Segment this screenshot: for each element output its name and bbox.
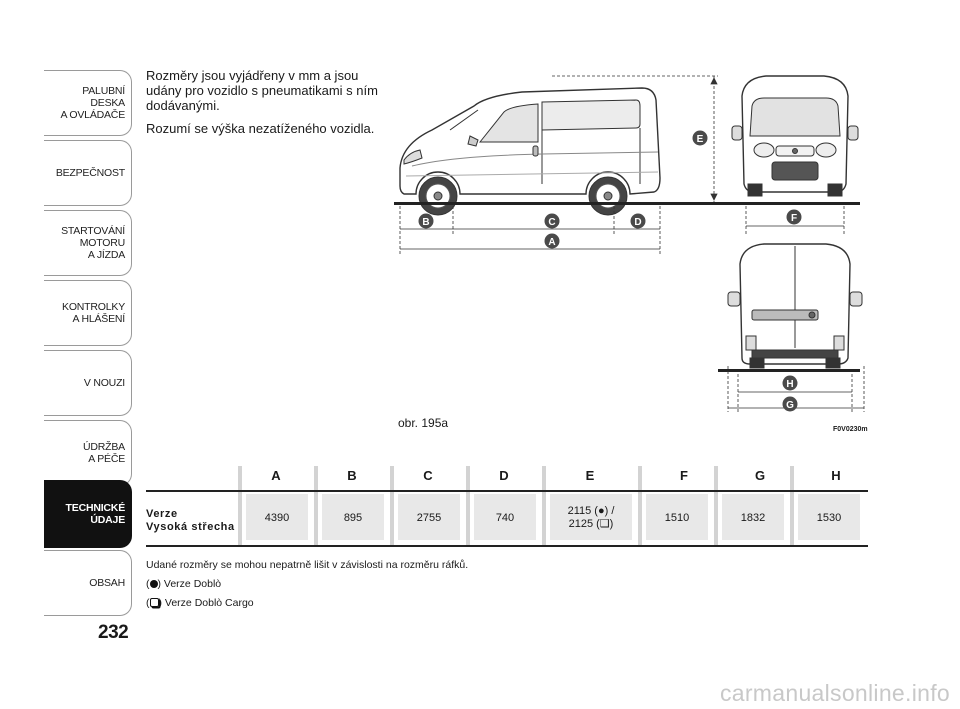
column-separator xyxy=(542,466,546,546)
column-header-g: G xyxy=(754,468,766,483)
tab-kontrolky[interactable]: KONTROLKY A HLÁŠENÍ xyxy=(44,280,132,346)
marker-c-label: C xyxy=(548,217,555,228)
column-header-c: C xyxy=(423,468,433,483)
column-header-b: B xyxy=(347,468,357,483)
table-top-rule xyxy=(146,490,868,492)
note-doblo-text: Verze Doblò xyxy=(163,578,222,590)
dimension-bcd-line xyxy=(399,206,661,256)
tab-udrzba[interactable]: ÚDRŽBA A PÉČE xyxy=(44,420,132,486)
column-header-h: H xyxy=(831,468,841,483)
front-view-van xyxy=(731,75,859,197)
side-view-van xyxy=(399,87,661,216)
row-label: Verze Vysoká střecha xyxy=(146,508,235,534)
cell-background xyxy=(474,494,536,540)
column-separator xyxy=(638,466,642,546)
tab-v-nouzi[interactable]: V NOUZI xyxy=(44,350,132,416)
tab-palubni-deska[interactable]: PALUBNÍ DESKA A OVLÁDAČE xyxy=(44,70,132,136)
column-separator xyxy=(390,466,394,546)
cell-background xyxy=(798,494,860,540)
watermark: carmanualsonline.info xyxy=(719,680,950,706)
tab-startovani[interactable]: STARTOVÁNÍ MOTORU A JÍZDA xyxy=(44,210,132,276)
note-doblo-cargo: () Verze Doblò Cargo xyxy=(146,597,254,609)
marker-g-label: G xyxy=(786,400,794,411)
column-separator xyxy=(238,466,242,546)
cell-g: 1832 xyxy=(740,511,766,524)
intro-paragraph-height: Rozumí se výška nezatíženého vozidla. xyxy=(146,121,375,136)
marker-d-label: D xyxy=(634,217,641,228)
column-separator xyxy=(790,466,794,546)
dimensions-table: A B C D E F G H Verze Vysoká střecha 439… xyxy=(146,466,868,548)
filled-circle-icon xyxy=(149,580,158,588)
page-number: 232 xyxy=(98,622,129,643)
column-separator xyxy=(714,466,718,546)
figure-code: F0V0230m xyxy=(833,426,868,433)
figure-caption: obr. 195a xyxy=(398,416,449,430)
cell-background xyxy=(646,494,708,540)
note-doblo-cargo-text: Verze Doblò Cargo xyxy=(164,597,254,609)
tab-obsah[interactable]: OBSAH xyxy=(44,550,132,616)
tab-bezpecnost[interactable]: BEZPEČNOST xyxy=(44,140,132,206)
box-icon xyxy=(149,598,159,607)
cell-a: 4390 xyxy=(264,511,290,524)
dimension-e-line xyxy=(552,75,718,202)
column-header-d: D xyxy=(499,468,509,483)
row-label-high-roof: Vysoká střecha xyxy=(146,521,235,533)
footnotes: Udané rozměry se mohou nepatrně lišit v … xyxy=(146,556,468,613)
note-rim-size: Udané rozměry se mohou nepatrně lišit v … xyxy=(146,559,469,571)
cell-background xyxy=(246,494,308,540)
cell-f: 1510 xyxy=(664,511,690,524)
cell-background xyxy=(550,494,632,540)
rear-view-van xyxy=(727,243,863,369)
note-doblo: () Verze Doblò xyxy=(146,578,222,590)
vehicle-dimensions-figure: E B C D A F xyxy=(394,75,865,412)
cell-d: 740 xyxy=(495,511,515,524)
cell-background xyxy=(722,494,784,540)
cell-b: 895 xyxy=(343,511,363,524)
row-label-version: Verze xyxy=(146,508,178,520)
cell-h: 1530 xyxy=(816,511,842,524)
cell-e: 2115 (●) / 2125 (❑) xyxy=(567,505,615,530)
marker-f-label: F xyxy=(791,213,797,224)
tab-technicke-udaje[interactable]: TECHNICKÉ ÚDAJE xyxy=(44,480,132,548)
column-header-e: E xyxy=(585,468,595,483)
dimension-f-line xyxy=(745,206,845,236)
cell-background xyxy=(398,494,460,540)
column-separator xyxy=(466,466,470,546)
column-header-f: F xyxy=(680,468,688,483)
intro-paragraph-units: Rozměry jsou vyjádřeny v mm a jsou udány… xyxy=(146,68,378,113)
column-header-a: A xyxy=(271,468,281,483)
marker-e-label: E xyxy=(697,134,704,145)
cell-c: 2755 xyxy=(416,511,442,524)
marker-h-label: H xyxy=(786,379,793,390)
marker-b-label: B xyxy=(422,217,429,228)
table-bottom-rule xyxy=(146,545,868,547)
column-separator xyxy=(314,466,318,546)
intro-text: Rozměry jsou vyjádřeny v mm a jsou udány… xyxy=(146,68,380,144)
cell-background xyxy=(322,494,384,540)
marker-a-label: A xyxy=(548,237,555,248)
